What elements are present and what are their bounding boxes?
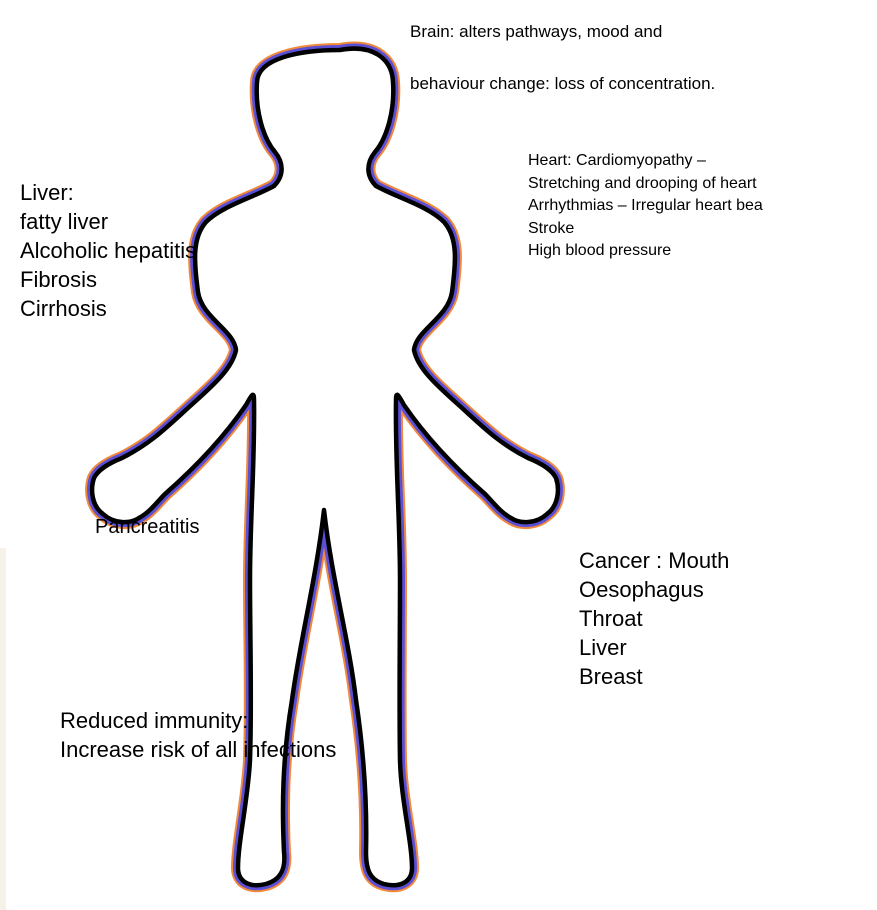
cancer-line: Cancer : Mouth bbox=[579, 546, 729, 575]
liver-line: fatty liver bbox=[20, 207, 196, 236]
brain-line: Brain: alters pathways, mood and bbox=[410, 6, 715, 58]
liver-line: Cirrhosis bbox=[20, 294, 196, 323]
liver-line: Fibrosis bbox=[20, 265, 196, 294]
immunity-effects-label: Reduced immunity: Increase risk of all i… bbox=[60, 706, 336, 764]
immunity-line: Increase risk of all infections bbox=[60, 735, 336, 764]
heart-line: Arrhythmias – Irregular heart bea bbox=[528, 195, 763, 218]
cancer-line: Liver bbox=[579, 633, 729, 662]
liver-line: Alcoholic hepatitis bbox=[20, 236, 196, 265]
immunity-line: Reduced immunity: bbox=[60, 706, 336, 735]
cancer-line: Throat bbox=[579, 604, 729, 633]
cancer-effects-label: Cancer : Mouth Oesophagus Throat Liver B… bbox=[579, 546, 729, 691]
brain-line: behaviour change: loss of concentration. bbox=[410, 58, 715, 110]
pancreatitis-label: Pancreatitis bbox=[95, 516, 200, 539]
heart-line: High blood pressure bbox=[528, 240, 763, 263]
liver-effects-label: Liver: fatty liver Alcoholic hepatitis F… bbox=[20, 178, 196, 323]
heart-line: Stretching and drooping of heart bbox=[528, 173, 763, 196]
liver-line: Liver: bbox=[20, 178, 196, 207]
cancer-line: Breast bbox=[579, 662, 729, 691]
cancer-line: Oesophagus bbox=[579, 575, 729, 604]
brain-effects-label: Brain: alters pathways, mood and behavio… bbox=[410, 6, 715, 110]
heart-line: Heart: Cardiomyopathy – bbox=[528, 150, 763, 173]
heart-effects-label: Heart: Cardiomyopathy – Stretching and d… bbox=[528, 150, 763, 263]
heart-line: Stroke bbox=[528, 218, 763, 241]
